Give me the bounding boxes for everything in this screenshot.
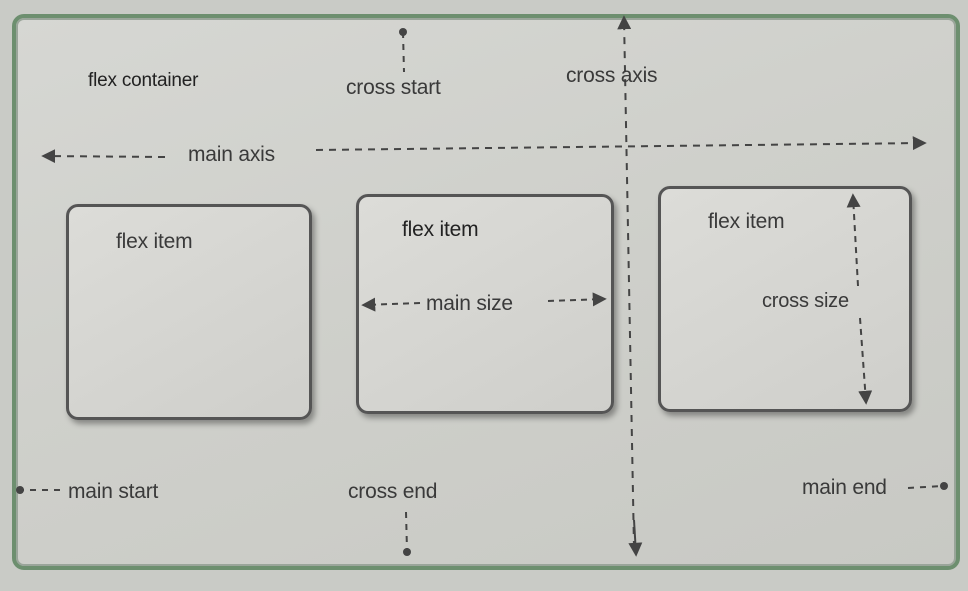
flex-item-2-label: flex item [402, 218, 479, 241]
cross-axis-label: cross axis [566, 64, 658, 87]
main-end-label: main end [802, 476, 887, 499]
cross-size-label: cross size [762, 290, 849, 312]
flex-container-label: flex container [88, 70, 199, 91]
main-axis-label: main axis [188, 143, 275, 166]
main-size-label: main size [426, 292, 513, 315]
flex-item-1-label: flex item [116, 230, 193, 253]
cross-end-label: cross end [348, 480, 438, 503]
flex-item-1 [66, 204, 312, 420]
flex-item-3 [658, 186, 912, 412]
main-start-label: main start [68, 480, 159, 503]
cross-start-label: cross start [346, 76, 441, 99]
flex-item-3-label: flex item [708, 210, 785, 233]
